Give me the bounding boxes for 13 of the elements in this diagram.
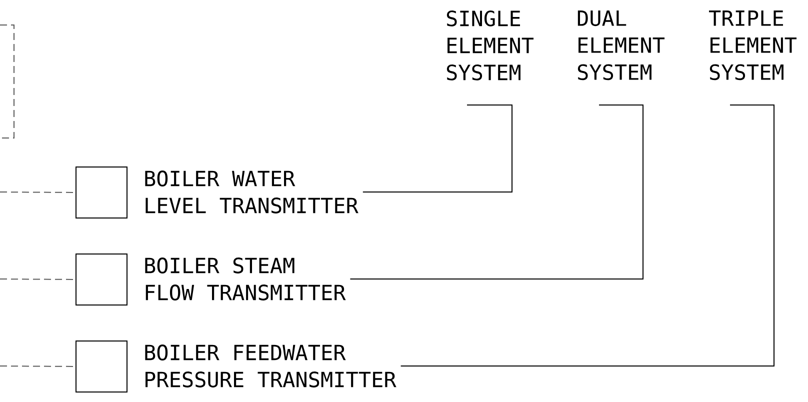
- transmitter-label: BOILER STEAM FLOW TRANSMITTER: [145, 258, 346, 300]
- connector-line: [0, 192, 76, 193]
- connector-line: [400, 104, 774, 366]
- system-label: TRIPLE ELEMENT SYSTEM: [709, 10, 797, 80]
- transmitter-label: BOILER FEEDWATER PRESSURE TRANSMITTER: [145, 344, 396, 388]
- enclosure-box: [0, 24, 14, 138]
- system-label: DUAL ELEMENT SYSTEM: [578, 10, 665, 80]
- transmitter-label: BOILER WATER LEVEL TRANSMITTER: [145, 170, 358, 214]
- connector-line: [350, 104, 644, 280]
- connector-line: [362, 104, 512, 192]
- connector-line: [0, 278, 76, 280]
- connector-line: [0, 366, 76, 367]
- system-label: SINGLE ELEMENT SYSTEM: [446, 10, 534, 80]
